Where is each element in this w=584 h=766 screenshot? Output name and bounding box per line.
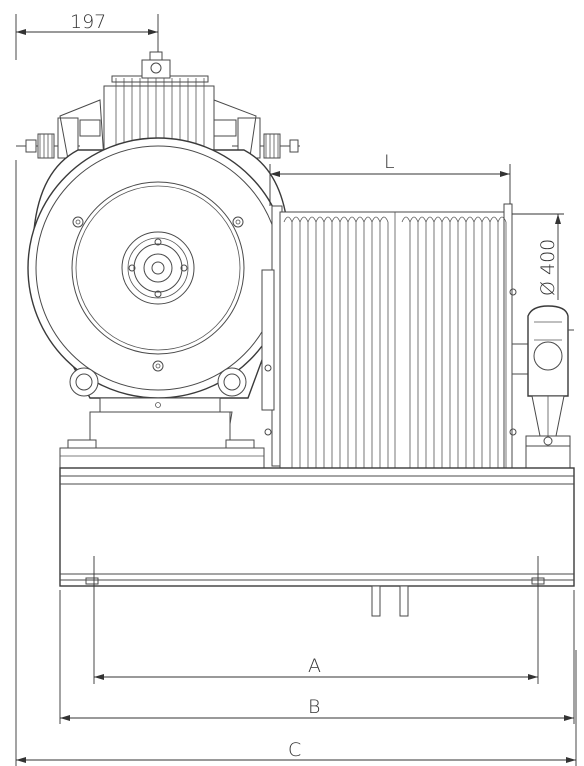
motor-assembly (16, 51, 300, 469)
drum-groove (497, 216, 507, 468)
dimension-drum-diameter: Ø 400 (512, 213, 564, 300)
dimension-label-197: 197 (70, 11, 106, 33)
dimension-label-a: A (308, 655, 321, 677)
dimension-c: C (15, 160, 577, 766)
dimension-b: B (59, 590, 575, 724)
dimension-label-b: B (308, 696, 320, 718)
sheave-drum (261, 203, 517, 469)
dimension-197: 197 (15, 11, 159, 60)
dimension-label-diameter: Ø 400 (537, 239, 559, 296)
dimension-label-l: L (384, 151, 395, 173)
drum-groove (379, 216, 389, 468)
motor-casing (27, 137, 289, 399)
outboard-bearing (511, 305, 574, 469)
dimension-a: A (93, 556, 539, 684)
dimension-l: L (269, 151, 511, 206)
left-brake-spring (16, 117, 101, 159)
dimension-label-c: C (288, 739, 301, 761)
base-frame (59, 467, 575, 617)
